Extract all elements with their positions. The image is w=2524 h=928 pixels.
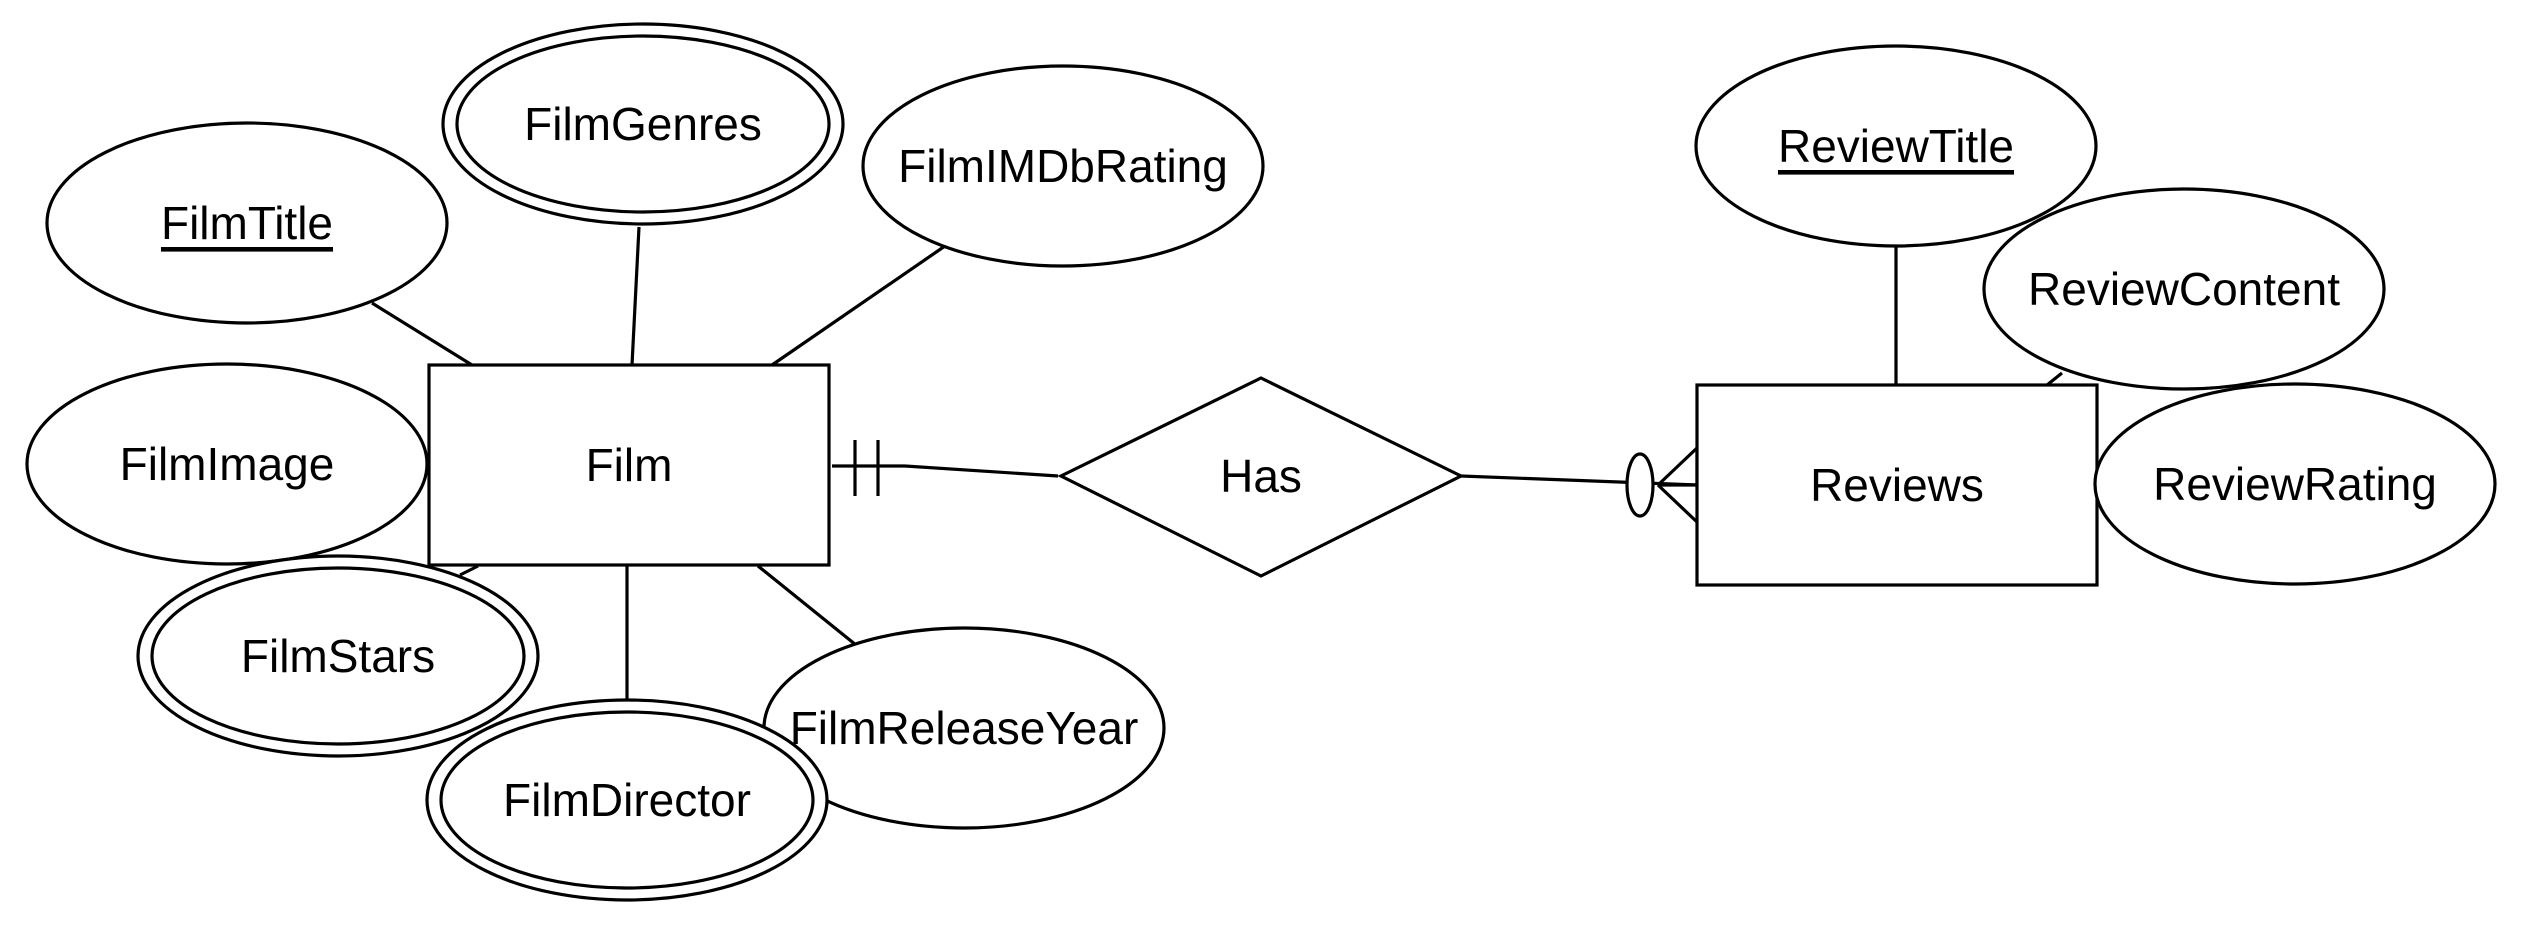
- attribute-reviewrating: ReviewRating: [2093, 382, 2497, 586]
- attribute-filmstars-label: FilmStars: [241, 630, 435, 682]
- relationship-has-label: Has: [1220, 450, 1302, 502]
- attribute-filmimdbrating-label: FilmIMDbRating: [898, 140, 1228, 192]
- line-filmstars: [459, 564, 479, 577]
- entity-reviews: Reviews: [1695, 383, 2099, 587]
- line-film-has: [832, 464, 1059, 478]
- attribute-filmimage: FilmImage: [25, 362, 429, 566]
- line-filmgenres: [630, 226, 641, 366]
- entity-film: Film: [427, 363, 831, 567]
- crowfoot-bottom: [1656, 483, 1699, 524]
- attribute-filmgenres-label: FilmGenres: [524, 98, 762, 150]
- line-filmtitle: [371, 301, 473, 367]
- line-reviewcontent: [2046, 371, 2063, 387]
- attribute-filmimdbrating: FilmIMDbRating: [861, 64, 1265, 268]
- entity-reviews-label: Reviews: [1810, 459, 1984, 511]
- crowfoot-upper: [1656, 446, 1699, 487]
- attribute-filmreleaseyear: FilmReleaseYear: [762, 626, 1166, 830]
- attribute-reviewrating-label: ReviewRating: [2153, 458, 2437, 510]
- attribute-reviewtitle-label: ReviewTitle: [1778, 120, 2014, 172]
- line-filmimdbrating: [771, 244, 946, 367]
- attribute-reviewtitle: ReviewTitle: [1694, 44, 2098, 248]
- attribute-reviewcontent: ReviewContent: [1982, 187, 2386, 391]
- attribute-filmgenres-multivalued: FilmGenres: [441, 22, 845, 226]
- entity-film-label: Film: [586, 439, 673, 491]
- attribute-filmimage-label: FilmImage: [120, 438, 335, 490]
- attribute-filmtitle: FilmTitle: [45, 121, 449, 325]
- attribute-filmdirector-label: FilmDirector: [503, 774, 751, 826]
- attribute-filmstars-multivalued: FilmStars: [136, 554, 540, 758]
- attribute-reviewcontent-label: ReviewContent: [2028, 263, 2340, 315]
- relationship-has: Has: [1057, 376, 1465, 578]
- attribute-filmdirector-multivalued: FilmDirector: [425, 698, 829, 902]
- attribute-filmtitle-label: FilmTitle: [161, 197, 333, 249]
- zero-or-many-circle-marker: [1625, 452, 1655, 518]
- line-filmreleaseyear: [756, 564, 858, 647]
- attribute-filmreleaseyear-label: FilmReleaseYear: [790, 702, 1139, 754]
